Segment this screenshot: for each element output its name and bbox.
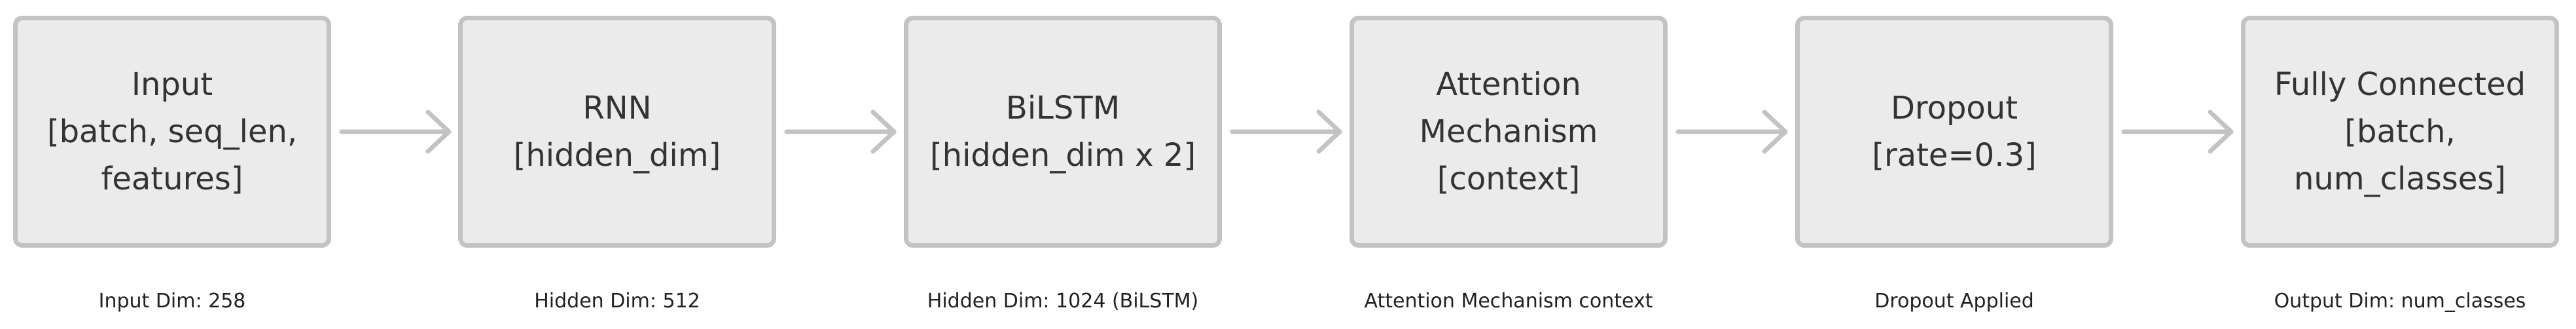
node-rnn-label: RNN [hidden_dim] [514,85,721,179]
arrow-5 [2121,109,2234,154]
node-dropout-line-1: Dropout [1890,90,2018,126]
arrow-4 [1675,109,1788,154]
node-attention-line-3: [context] [1437,161,1581,197]
caption-dropout: Dropout Applied [1874,290,2034,313]
node-input-line-1: Input [131,66,213,103]
node-fully-connected-line-1: Fully Connected [2274,66,2526,103]
node-input-line-3: features] [101,161,243,197]
node-fully-connected-line-3: num_classes] [2293,161,2507,197]
node-bilstm-line-1: BiLSTM [1005,90,1120,126]
node-dropout-label: Dropout [rate=0.3] [1872,85,2037,179]
node-input-line-2: [batch, seq_len, [46,113,298,150]
node-rnn-line-1: RNN [582,90,652,126]
caption-fully-connected: Output Dim: num_classes [2274,290,2526,313]
node-fully-connected-line-2: [batch, [2344,113,2456,150]
node-attention-line-1: Attention [1436,66,1581,103]
node-dropout-line-2: [rate=0.3] [1872,137,2037,174]
caption-attention: Attention Mechanism context [1364,290,1653,313]
caption-input: Input Dim: 258 [98,290,246,313]
arrow-2 [784,109,897,154]
arrow-3 [1230,109,1342,154]
node-rnn: RNN [hidden_dim] [458,16,776,248]
node-bilstm-label: BiLSTM [hidden_dim x 2] [930,85,1196,179]
caption-rnn: Hidden Dim: 512 [534,290,700,313]
node-input: Input [batch, seq_len, features] [13,16,331,248]
node-bilstm-line-2: [hidden_dim x 2] [929,137,1196,174]
node-attention: Attention Mechanism [context] [1350,16,1668,248]
node-attention-line-2: Mechanism [1419,113,1598,150]
caption-bilstm: Hidden Dim: 1024 (BiLSTM) [927,290,1199,313]
node-input-label: Input [batch, seq_len, features] [47,61,297,203]
node-bilstm: BiLSTM [hidden_dim x 2] [904,16,1222,248]
node-attention-label: Attention Mechanism [context] [1420,61,1598,203]
arrow-1 [339,109,452,154]
node-fully-connected-label: Fully Connected [batch, num_classes] [2274,61,2526,203]
node-fully-connected: Fully Connected [batch, num_classes] [2241,16,2559,248]
node-rnn-line-2: [hidden_dim] [513,137,721,174]
node-dropout: Dropout [rate=0.3] [1795,16,2113,248]
